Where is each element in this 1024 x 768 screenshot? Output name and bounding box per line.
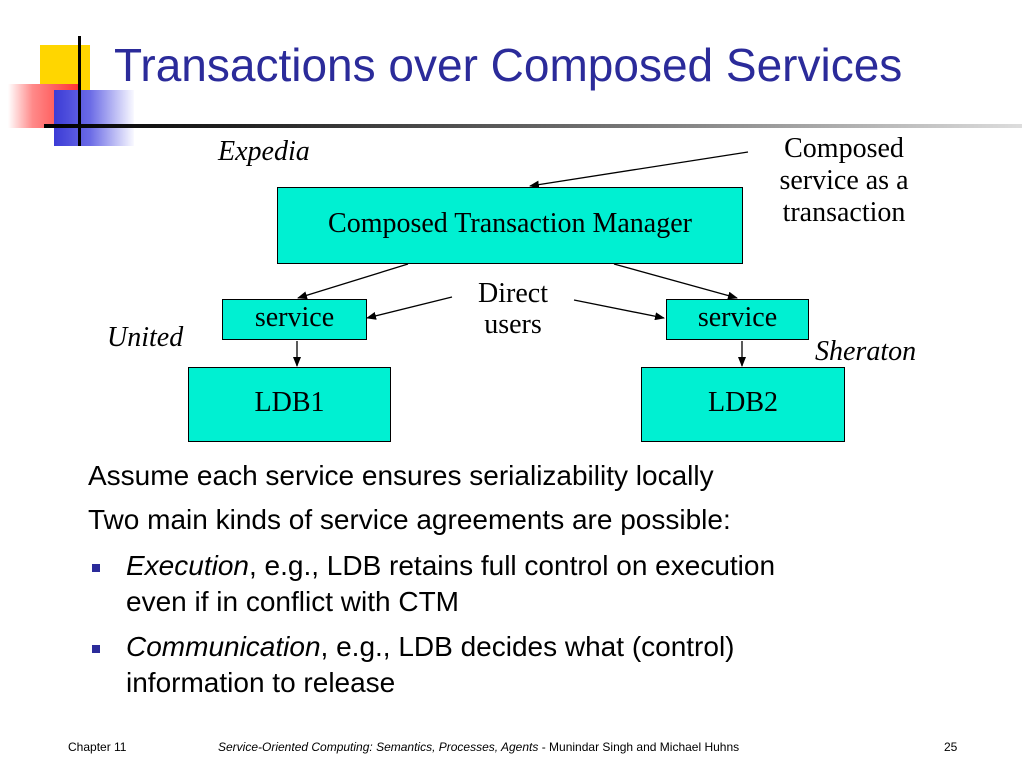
bullet-communication-term: Communication: [126, 631, 321, 662]
title-underline: [44, 124, 1022, 128]
bullet-execution-line2: even if in conflict with CTM: [126, 586, 459, 617]
bullet-execution: Execution, e.g., LDB retains full contro…: [126, 548, 986, 620]
logo-blue-block: [54, 90, 134, 146]
bullet-square-icon: [92, 645, 100, 653]
label-united: United: [107, 322, 184, 353]
logo-vertical-line: [78, 36, 81, 146]
bullet-communication: Communication, e.g., LDB decides what (c…: [126, 629, 986, 701]
direct-users-line: Direct: [478, 278, 548, 309]
service-box-sheraton: service: [666, 299, 809, 340]
bullet-communication-line2: information to release: [126, 667, 396, 698]
footer-authors: - Munindar Singh and Michael Huhns: [538, 740, 740, 754]
composed-note-line: transaction: [782, 197, 906, 228]
composed-transaction-manager-box: Composed Transaction Manager: [277, 187, 743, 264]
footer-page-number: 25: [944, 740, 958, 754]
label-expedia: Expedia: [218, 136, 310, 167]
ldb1-box: LDB1: [188, 367, 391, 442]
bullet-communication-line1: Communication, e.g., LDB decides what (c…: [126, 629, 986, 665]
arrow-ctm-to-service-left: [297, 263, 409, 300]
footer-book-title: Service-Oriented Computing: Semantics, P…: [218, 740, 539, 754]
composed-service-note: Composed service as a transaction: [756, 133, 932, 229]
bullet-execution-text: , e.g., LDB retains full control on exec…: [248, 550, 776, 581]
bullet-square-icon: [92, 564, 100, 572]
footer-citation: Service-Oriented Computing: Semantics, P…: [218, 740, 818, 754]
arrow-ctm-to-service-right: [613, 263, 738, 300]
bullet-execution-term: Execution: [126, 550, 249, 581]
body-line-agreements: Two main kinds of service agreements are…: [88, 504, 731, 535]
body-line-serializability: Assume each service ensures serializabil…: [88, 460, 714, 491]
direct-users-line: users: [484, 309, 542, 340]
arrow-users-to-service-right: [573, 299, 665, 321]
ldb2-box: LDB2: [641, 367, 845, 442]
bullet-communication-text: , e.g., LDB decides what (control): [320, 631, 735, 662]
arrow-note-to-ctm: [529, 151, 749, 189]
service-box-united: service: [222, 299, 367, 340]
bullet-execution-line1: Execution, e.g., LDB retains full contro…: [126, 548, 986, 584]
footer-chapter: Chapter 11: [68, 740, 127, 754]
arrow-users-to-service-left: [366, 296, 453, 320]
direct-users-label: Direct users: [458, 278, 568, 340]
composed-note-line: service as a: [779, 165, 909, 196]
composed-note-line: Composed: [784, 133, 904, 164]
slide-title: Transactions over Composed Services: [114, 39, 903, 91]
label-sheraton: Sheraton: [815, 336, 917, 367]
